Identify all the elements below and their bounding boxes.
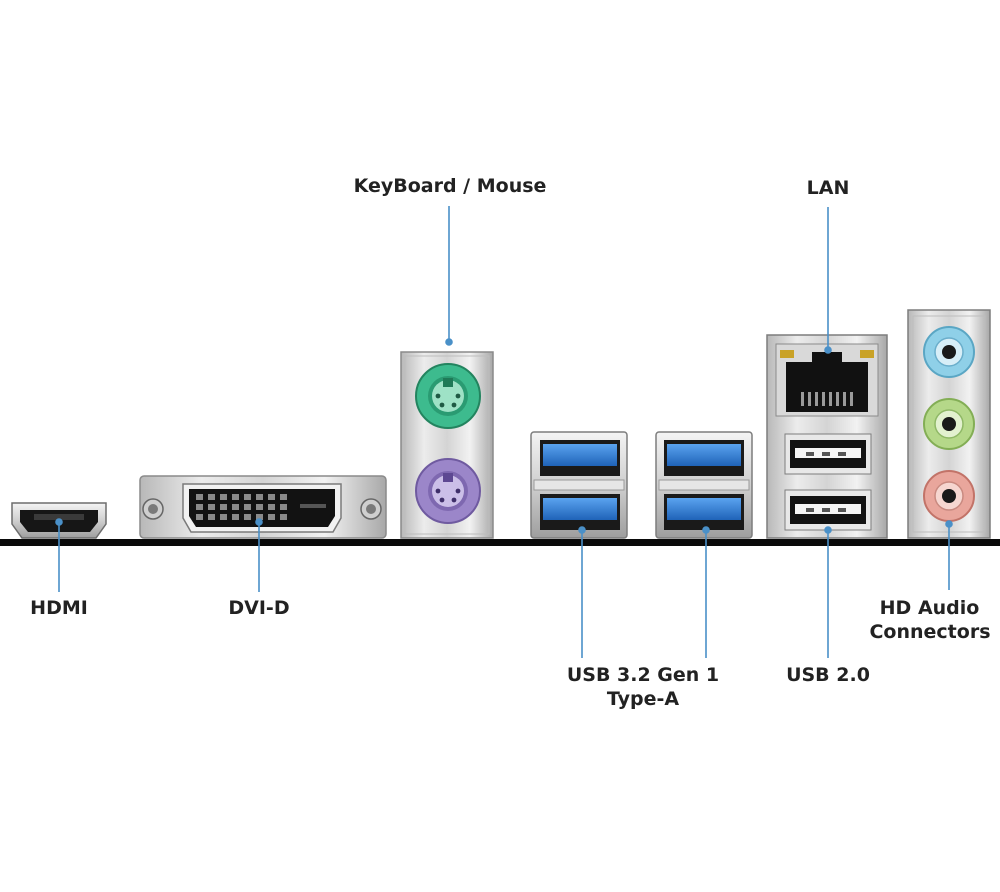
dvi-d-port [139, 475, 387, 539]
usb20-port-top [784, 433, 872, 475]
dvi-pin [244, 504, 251, 510]
dvi-pin [256, 494, 263, 500]
leader-lines [55, 206, 953, 658]
lan-pin [843, 392, 846, 406]
dvi-pin [268, 494, 275, 500]
lan-pin [850, 392, 853, 406]
ps2-keyboard-port [415, 363, 481, 429]
lan-led-right [860, 350, 874, 358]
usb32-port-top-left [543, 444, 617, 466]
label-audio-line1: HD Audio [879, 597, 980, 619]
dvi-pin [232, 494, 239, 500]
dvi-pin [196, 494, 203, 500]
dvi-pin [256, 504, 263, 510]
dvi-pin [244, 494, 251, 500]
dvi-pin [232, 504, 239, 510]
usb20-port-bottom [784, 489, 872, 531]
dvi-pin [280, 494, 287, 500]
usb32-stack-left [530, 431, 628, 539]
dvi-pin [268, 514, 275, 520]
lan-pin [815, 392, 818, 406]
hd-audio-block [907, 309, 991, 539]
lan-pin [829, 392, 832, 406]
lan-pin [801, 392, 804, 406]
audio-line-in-jack [923, 326, 975, 378]
audio-mic-jack [923, 470, 975, 522]
dvi-pin [208, 514, 215, 520]
label-audio-line2: Connectors [869, 621, 991, 643]
dvi-pin [220, 504, 227, 510]
lan-pin [822, 392, 825, 406]
baseline-bar [0, 539, 1000, 546]
lan-pin [808, 392, 811, 406]
dvi-pin [268, 504, 275, 510]
label-hdmi: HDMI [30, 597, 88, 619]
ps2-port-block [400, 351, 494, 539]
label-dvi-d: DVI-D [228, 597, 290, 619]
ps2-mouse-port [415, 458, 481, 524]
label-keyboard-mouse: KeyBoard / Mouse [353, 175, 547, 197]
lan-pin [836, 392, 839, 406]
dvi-pin [280, 504, 287, 510]
usb32-port-bottom-left [543, 498, 617, 520]
dvi-pin [256, 514, 263, 520]
dvi-pin [208, 494, 215, 500]
lan-led-left [780, 350, 794, 358]
label-usb32-line1: USB 3.2 Gen 1 [566, 664, 720, 686]
lan-usb20-block [766, 334, 888, 539]
dvi-pin [208, 504, 215, 510]
usb32-stack-right [655, 431, 753, 539]
dvi-pin [196, 514, 203, 520]
usb32-port-top-right [667, 444, 741, 466]
lan-contact-pins [801, 392, 853, 406]
dvi-pin [280, 514, 287, 520]
dvi-pin [220, 514, 227, 520]
dvi-pin [232, 514, 239, 520]
audio-line-out-jack [923, 398, 975, 450]
label-usb32-line2: Type-A [606, 688, 680, 710]
dvi-pin [244, 514, 251, 520]
dvi-pin [196, 504, 203, 510]
dvi-pin [220, 494, 227, 500]
dvi-pin-grid [196, 494, 287, 520]
usb32-port-bottom-right [667, 498, 741, 520]
rj45-lan-port [775, 343, 879, 417]
label-lan: LAN [806, 177, 850, 199]
label-usb20: USB 2.0 [786, 664, 870, 686]
